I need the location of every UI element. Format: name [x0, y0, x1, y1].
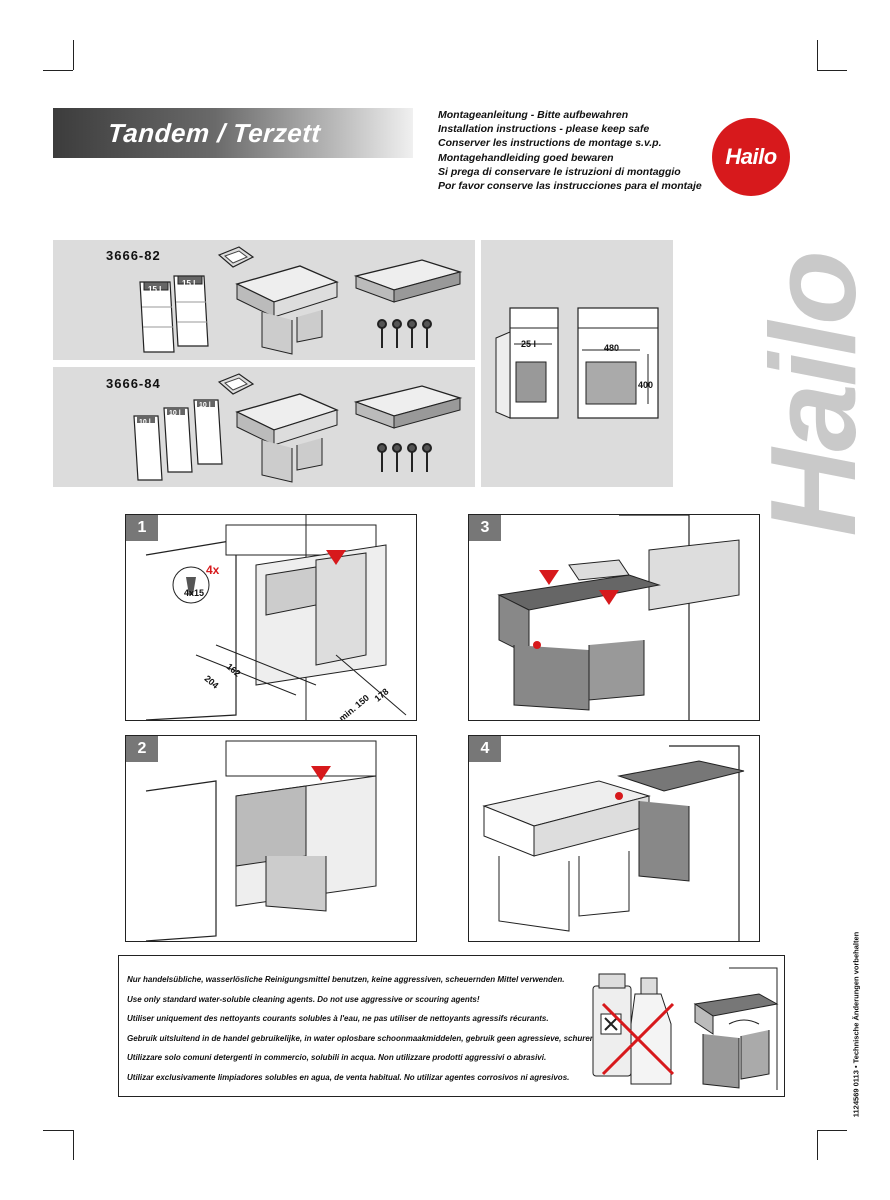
instruction-line: Conserver les instructions de montage s.… — [438, 137, 662, 150]
screw-count-label: 4x — [206, 563, 220, 577]
notice-line: Nur handelsübliche, wasserlösliche Reini… — [127, 975, 565, 984]
sku-label: 3666-82 — [106, 248, 161, 263]
document-code: 1124569 0113 • Technische Änderungen vor… — [851, 931, 861, 1118]
bins-illustration-82: 15 l 15 l — [139, 275, 209, 353]
step-number: 1 — [126, 515, 158, 541]
crop-mark — [817, 1130, 818, 1160]
cover-illustration — [353, 385, 463, 429]
instruction-line: Por favor conserve las instrucciones par… — [438, 180, 702, 193]
cleaning-notice-text: Nur handelsübliche, wasserlösliche Reini… — [127, 970, 644, 1087]
step-2-illustration — [145, 740, 377, 941]
screws-icon — [377, 443, 432, 472]
notice-line: Utiliser uniquement des nettoyants coura… — [127, 1014, 549, 1023]
notice-line: Gebruik uitsluitend in de handel gebruik… — [127, 1033, 644, 1043]
notice-line: Utilizzare solo comuni detergenti in com… — [127, 1053, 547, 1062]
step-number: 3 — [469, 515, 501, 541]
step-number: 2 — [126, 736, 158, 762]
screws-icon — [377, 319, 432, 348]
lid-illustration — [217, 373, 255, 395]
crop-mark — [43, 70, 73, 71]
crop-mark — [817, 70, 847, 71]
step-1-panel: 1 4x 4x15 162 204 min. 150 178 — [125, 514, 417, 721]
crop-mark — [73, 1130, 74, 1160]
dimension-height-label: 400 — [638, 380, 654, 390]
instruction-line: Si prega di conservare le istruzioni di … — [438, 165, 681, 178]
crop-mark — [43, 1130, 73, 1131]
instruction-line: Montageanleitung - Bitte aufbewahren — [438, 109, 629, 121]
crop-mark — [73, 40, 74, 70]
step-2-panel: 2 — [125, 735, 417, 942]
bin-volume-label: 10 l — [139, 419, 151, 426]
crop-mark — [817, 1130, 847, 1131]
bins-illustration-84: 10 l 10 l 10 l — [133, 399, 223, 481]
no-aggressive-cleaner-icon — [592, 973, 675, 1085]
hailo-logo: Hailo — [712, 118, 790, 196]
notice-line: Utilizar exclusivamente limpiadores solu… — [127, 1072, 570, 1082]
cover-illustration — [353, 259, 463, 303]
step-number: 4 — [469, 736, 501, 762]
cleaning-notice: Nur handelsübliche, wasserlösliche Reini… — [118, 955, 785, 1097]
crop-mark — [817, 40, 818, 70]
instruction-line: Montagehandleiding goed bewaren — [438, 151, 614, 164]
bin-volume-label: 10 l — [199, 402, 211, 409]
bin-volume-label: 15 l — [148, 285, 161, 294]
cabinet-side-drawing — [577, 307, 659, 419]
notice-line: Use only standard water-soluble cleaning… — [127, 994, 480, 1004]
step-4-panel: 4 — [468, 735, 760, 942]
logo-text: Hailo — [725, 144, 777, 169]
lid-illustration — [217, 246, 255, 268]
step-4-illustration — [482, 745, 745, 941]
screw-size-label: 4x15 — [184, 588, 205, 598]
step-1-illustration — [145, 515, 407, 720]
keep-instructions-list: Montageanleitung - Bitte aufbewahren Ins… — [438, 108, 738, 193]
title-banner: Tandem / Terzett — [53, 108, 413, 158]
vertical-brand-text: Hailo — [745, 253, 881, 537]
bin-volume-label: 15 l — [182, 279, 195, 288]
dimension-width-label: 25 l — [521, 339, 537, 349]
cabinet-front-drawing — [495, 307, 559, 419]
frame-illustration — [235, 265, 339, 355]
step-3-illustration — [497, 515, 740, 720]
frame-illustration — [235, 393, 339, 483]
dimension-depth-label: 480 — [604, 343, 620, 353]
document-title: Tandem / Terzett — [106, 118, 322, 148]
cleaning-drawer-illustration — [693, 967, 779, 1090]
step-3-panel: 3 — [468, 514, 760, 721]
sku-label: 3666-84 — [106, 376, 161, 391]
bin-volume-label: 10 l — [169, 410, 181, 417]
instruction-line: Installation instructions - please keep … — [438, 123, 650, 136]
